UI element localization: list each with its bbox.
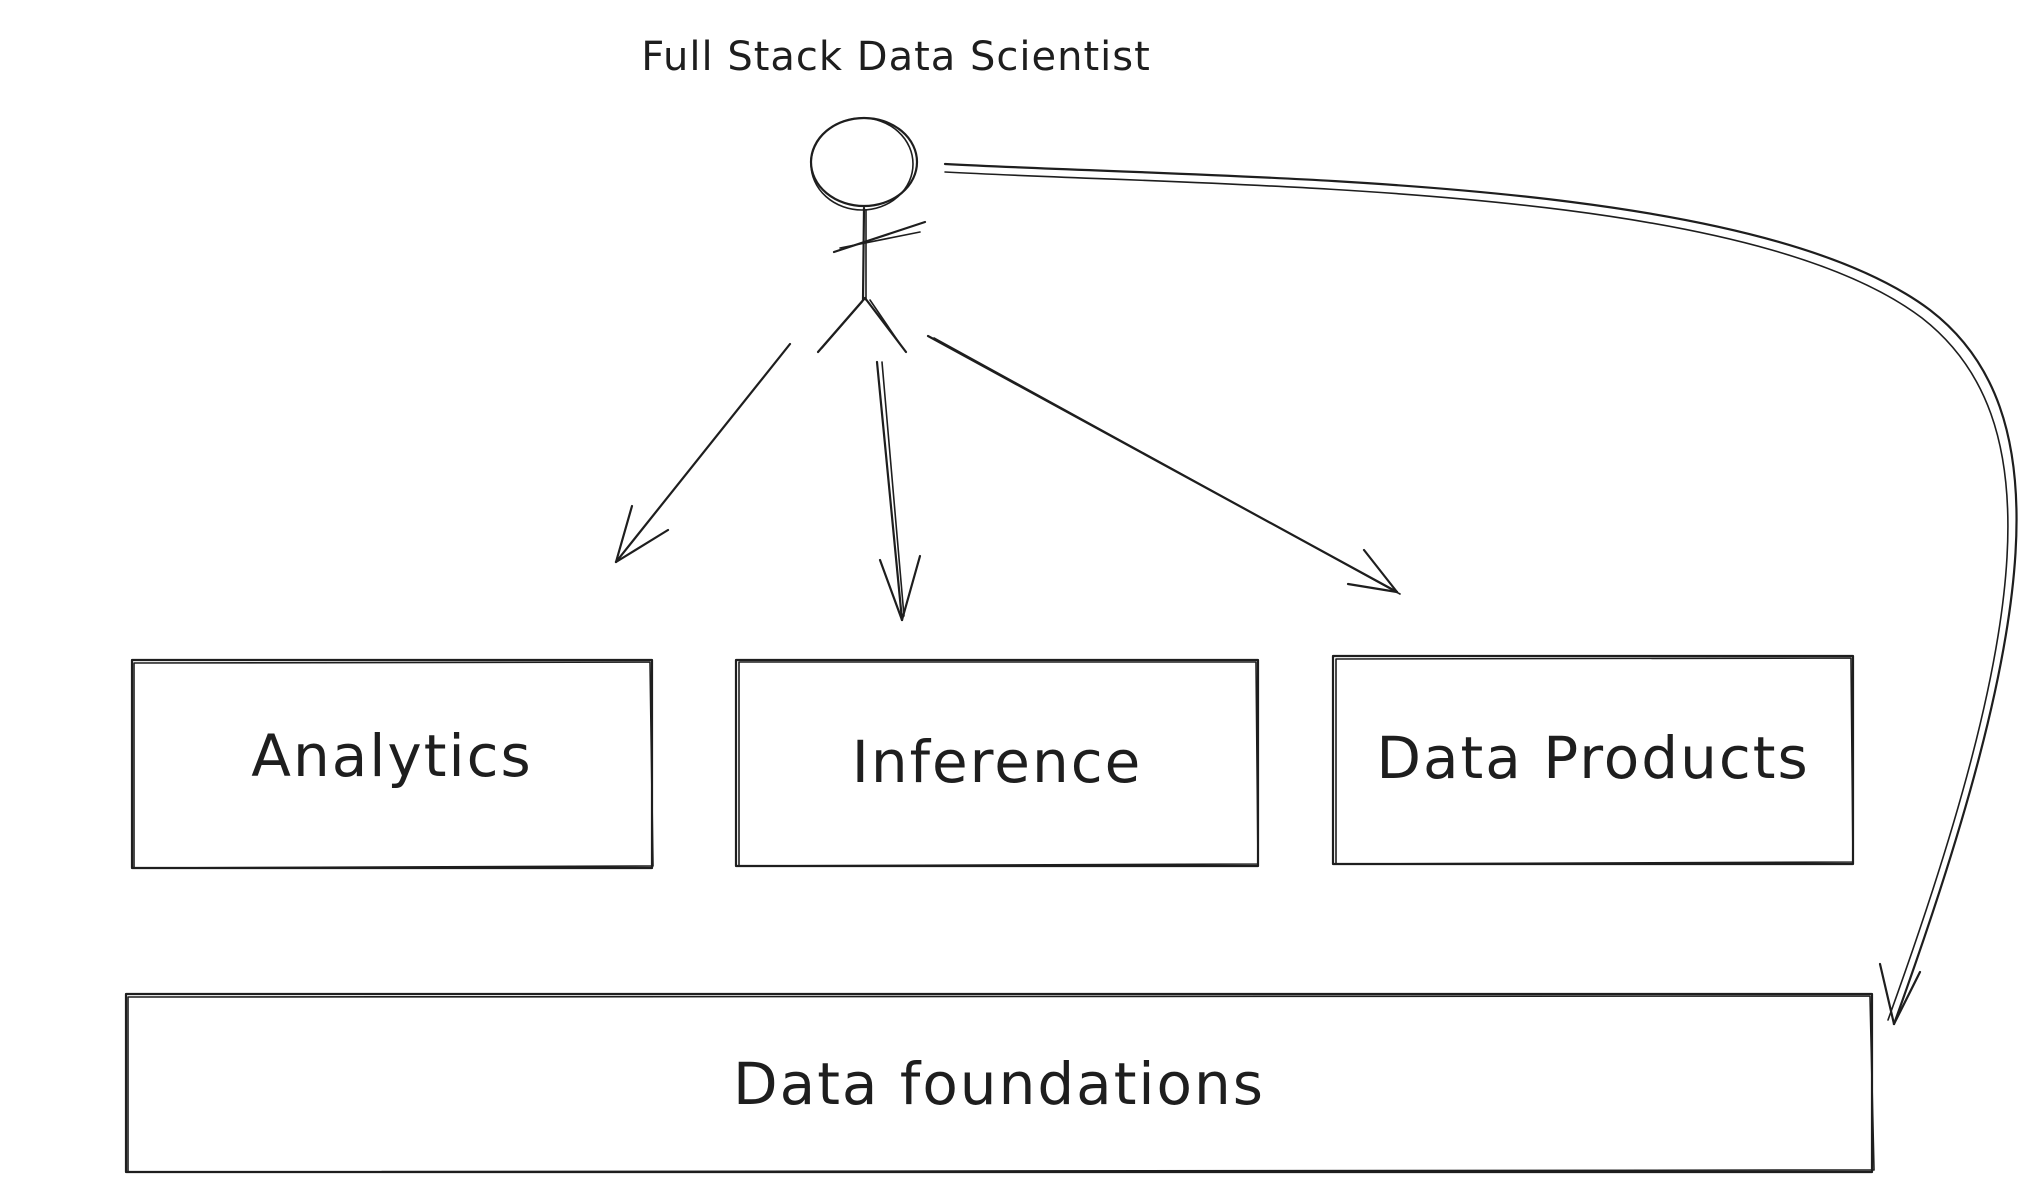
arrow-to-inference <box>875 360 922 622</box>
arrow-to-data-foundations <box>943 162 2018 1026</box>
data-products-box-label: Data Products <box>1376 724 1810 792</box>
data-foundations-box-label: Data foundations <box>732 1050 1266 1118</box>
arrow-to-analytics <box>614 342 792 564</box>
data-products-box-frame <box>1331 654 1855 866</box>
stick-figure-icon <box>809 116 927 354</box>
inference-box-label: Inference <box>851 728 1143 796</box>
data-foundations-box-frame <box>124 992 1875 1174</box>
analytics-box-frame <box>130 658 654 870</box>
actor-label: Full Stack Data Scientist <box>641 34 1151 80</box>
inference-box-frame <box>734 658 1260 868</box>
arrow-to-data-products <box>926 334 1401 595</box>
analytics-box-label: Analytics <box>251 722 533 790</box>
